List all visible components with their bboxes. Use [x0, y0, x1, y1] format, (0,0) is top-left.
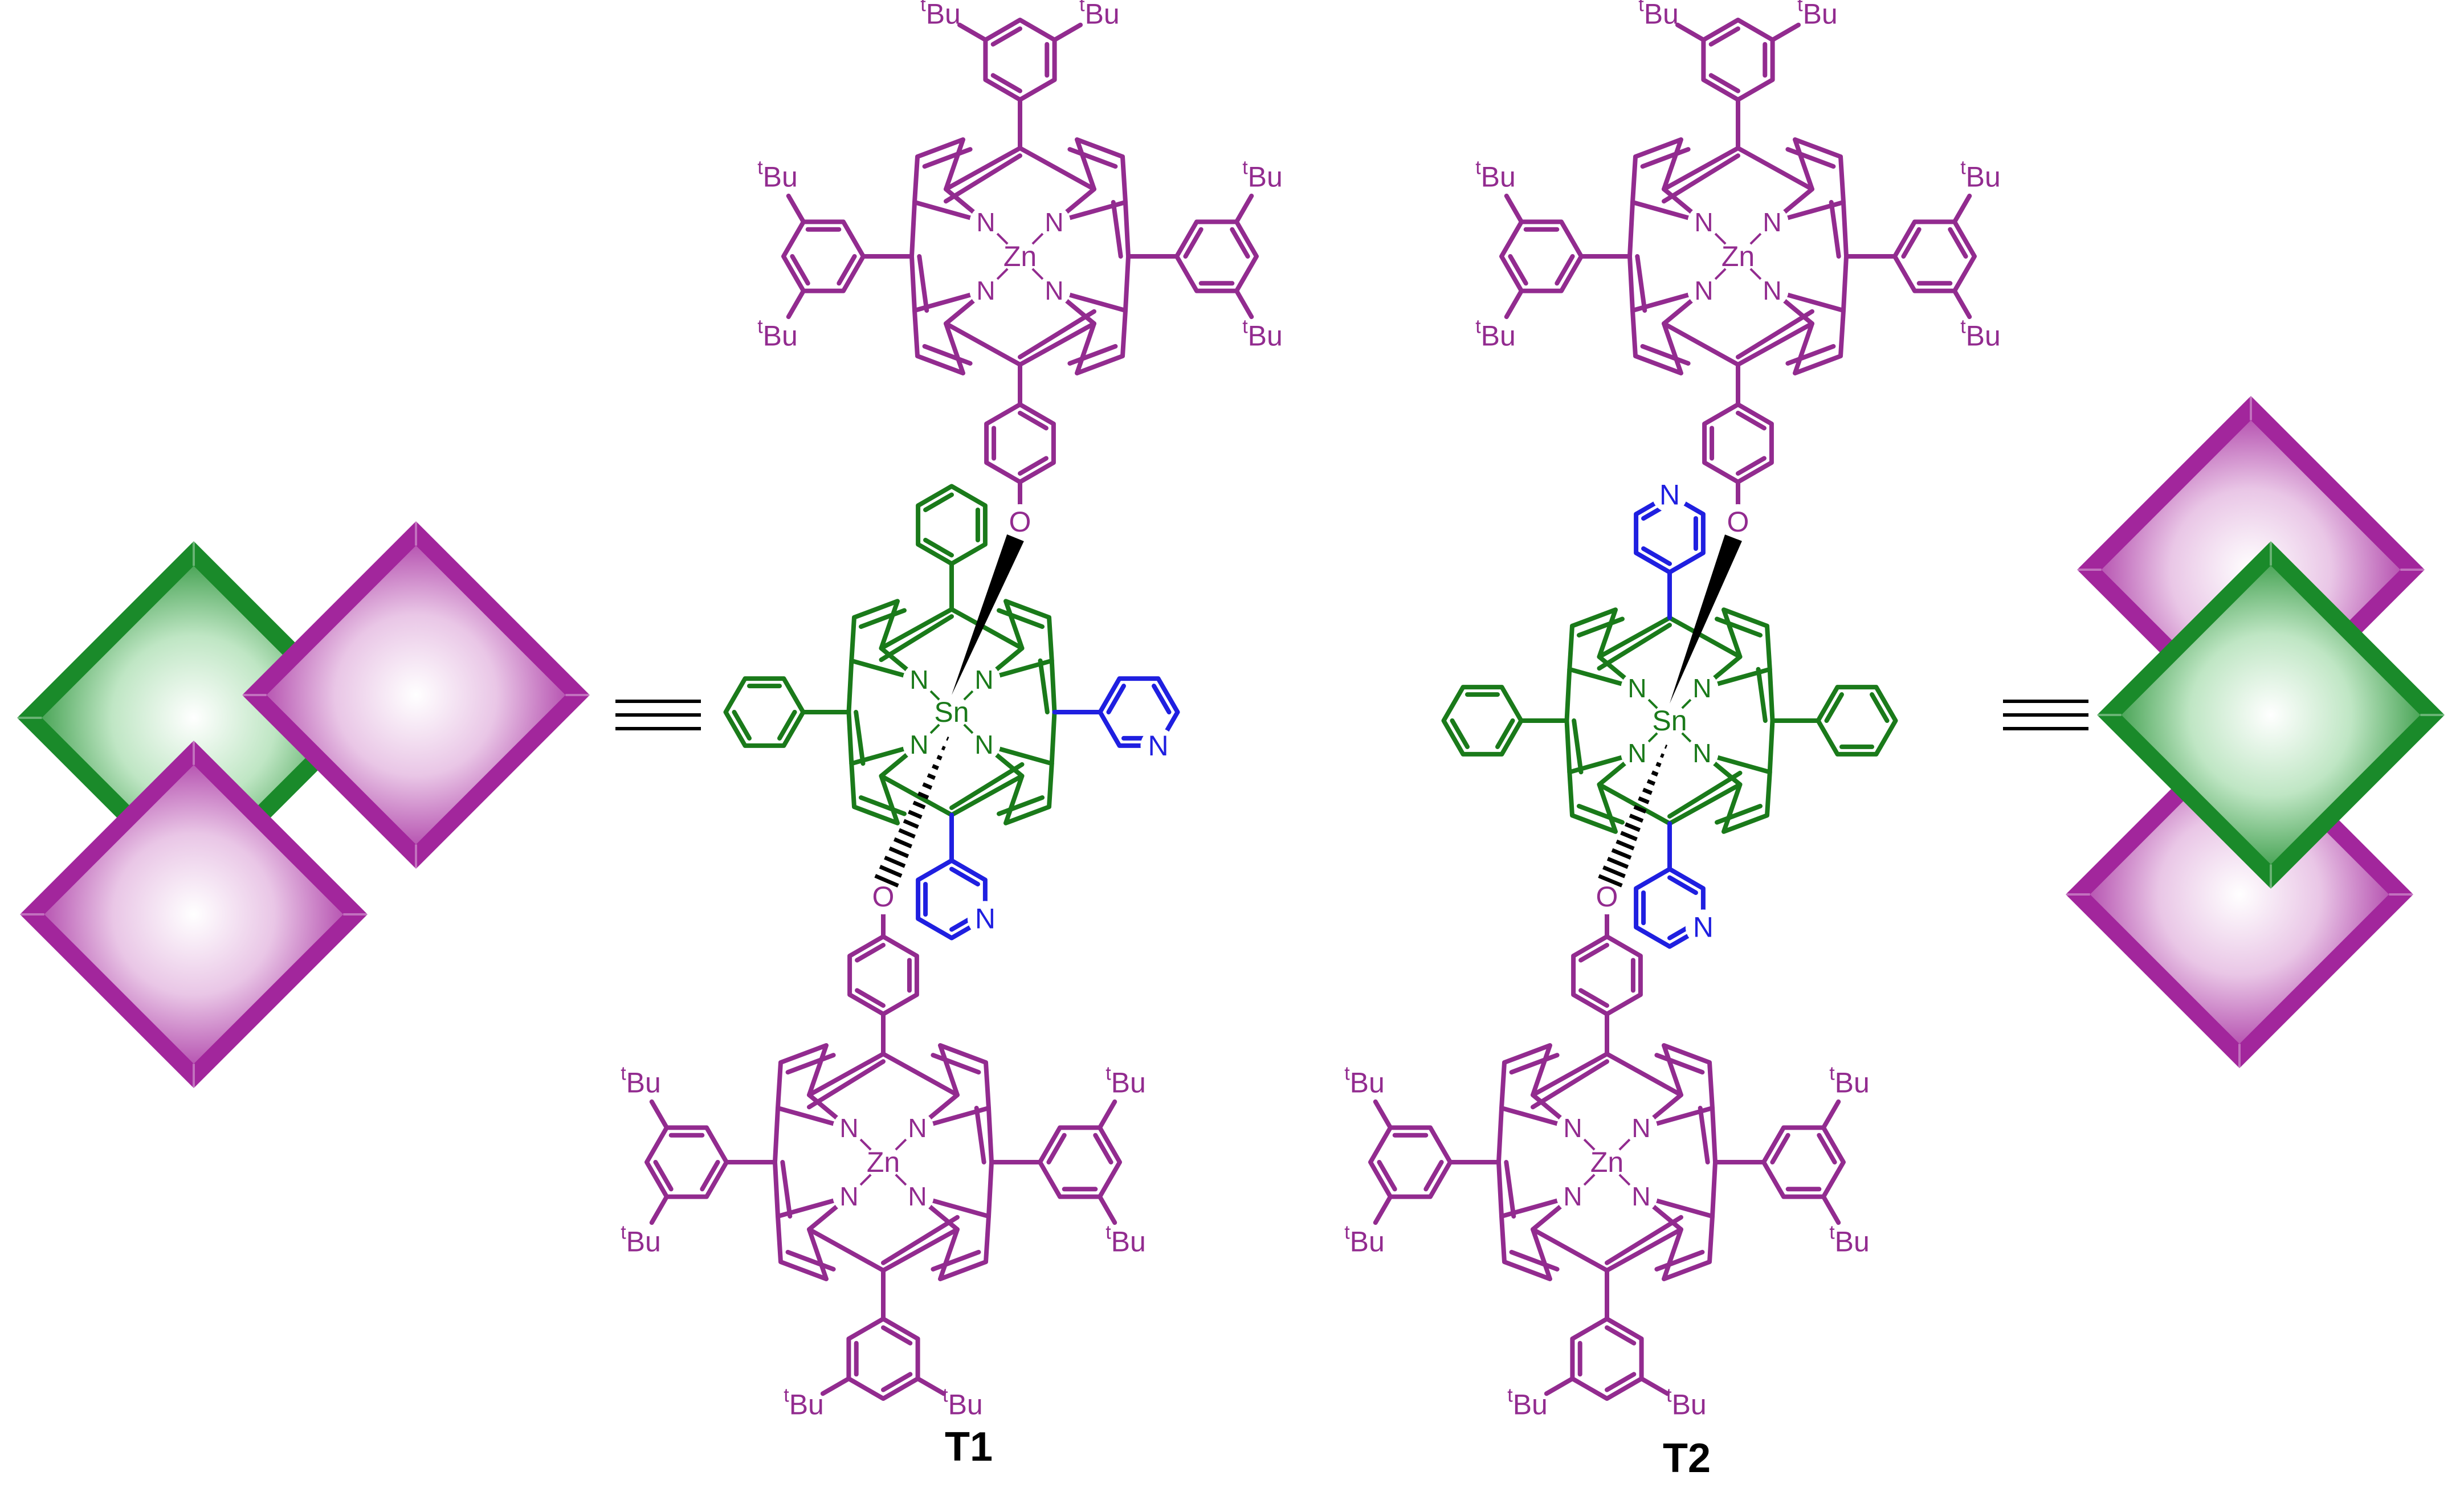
pyrrole-nitrogen: N [908, 1113, 927, 1143]
solid-wedge-bond [1670, 534, 1742, 704]
pyrrole-nitrogen: N [1631, 1113, 1650, 1143]
pyrrole-nitrogen: N [976, 207, 995, 237]
tert-butyl-label: tBu [1105, 1063, 1146, 1099]
pyrrole-nitrogen: N [1627, 738, 1646, 768]
tert-butyl-label: tBu [1960, 157, 2001, 193]
pyrrole-nitrogen: N [1694, 207, 1713, 237]
tert-butyl-label: tBu [1507, 1385, 1548, 1421]
tert-butyl-label: tBu [784, 1385, 824, 1421]
zinc-atom: Zn [1721, 240, 1755, 272]
cartoon-t2-green-cube [2097, 541, 2445, 889]
ether-oxygen: O [1009, 506, 1031, 538]
tert-butyl-label: tBu [1105, 1221, 1146, 1257]
t1-label: T1 [945, 1424, 993, 1470]
tert-butyl-label: tBu [1344, 1063, 1385, 1099]
solid-wedge-bond [952, 534, 1024, 695]
pyrrole-nitrogen: N [1694, 276, 1713, 305]
pyridine-nitrogen: N [1148, 730, 1168, 762]
pyrrole-nitrogen: N [1763, 207, 1781, 237]
pyridyl-substituents: NN [916, 676, 1180, 941]
tert-butyl-label: tBu [1344, 1221, 1385, 1257]
tert-butyl-label: tBu [1797, 0, 1838, 30]
zn-porphyrin-bottom: N N N N Zn tBu tBu tBu tBu tBu tBu O [621, 879, 1146, 1421]
zinc-atom: Zn [867, 1146, 900, 1178]
pyrrole-nitrogen: N [1563, 1113, 1582, 1143]
cartoon-t1-magenta-cube-top [242, 521, 590, 869]
tert-butyl-label: tBu [1829, 1063, 1870, 1099]
equivalence-sign-right [2003, 700, 2088, 730]
tert-butyl-label: tBu [1079, 0, 1120, 30]
pyrrole-nitrogen: N [1763, 276, 1781, 305]
pyridyl-substituents: NN [1634, 477, 1721, 949]
ether-oxygen: O [1727, 506, 1749, 538]
hashed-wedge-bond [874, 736, 949, 888]
tin-atom: Sn [1652, 705, 1687, 737]
pyridine-nitrogen: N [1659, 479, 1680, 511]
pyrrole-nitrogen: N [976, 276, 995, 305]
pyrrole-nitrogen: N [974, 730, 993, 759]
tin-atom: Sn [934, 696, 969, 728]
pyrrole-nitrogen: N [909, 665, 928, 694]
equivalence-sign-left [615, 700, 701, 730]
pyrrole-nitrogen: N [839, 1182, 858, 1211]
pyrrole-nitrogen: N [1563, 1182, 1582, 1211]
tert-butyl-label: tBu [1638, 0, 1679, 30]
zn-porphyrin-bottom: N N N N Zn tBu tBu tBu tBu tBu tBu O [1344, 879, 1870, 1421]
tert-butyl-label: tBu [943, 1385, 983, 1421]
tert-butyl-label: tBu [757, 316, 798, 352]
ether-oxygen: O [1596, 881, 1618, 913]
tert-butyl-label: tBu [621, 1063, 661, 1099]
ether-oxygen: O [872, 881, 895, 913]
pyrrole-nitrogen: N [1692, 673, 1711, 703]
tert-butyl-label: tBu [1475, 157, 1516, 193]
pyridine-nitrogen: N [1693, 912, 1714, 943]
tert-butyl-label: tBu [1960, 316, 2001, 352]
pyrrole-nitrogen: N [908, 1182, 927, 1211]
cartoon-t1-magenta-cube-bottom [20, 741, 368, 1088]
pyrrole-nitrogen: N [1045, 276, 1063, 305]
zinc-atom: Zn [1590, 1146, 1623, 1178]
tert-butyl-label: tBu [1242, 157, 1283, 193]
tert-butyl-label: tBu [621, 1221, 661, 1257]
tert-butyl-label: tBu [1475, 316, 1516, 352]
pyridine-nitrogen: N [975, 903, 996, 935]
pyrrole-nitrogen: N [1045, 207, 1063, 237]
tert-butyl-label: tBu [757, 157, 798, 193]
tert-butyl-label: tBu [920, 0, 961, 30]
tert-butyl-label: tBu [1666, 1385, 1707, 1421]
pyrrole-nitrogen: N [1692, 738, 1711, 768]
tert-butyl-label: tBu [1829, 1221, 1870, 1257]
pyrrole-nitrogen: N [974, 665, 993, 694]
pyrrole-nitrogen: N [1627, 673, 1646, 703]
pyrrole-nitrogen: N [1631, 1182, 1650, 1211]
hashed-wedge-bond [1598, 744, 1668, 888]
tert-butyl-label: tBu [1242, 316, 1283, 352]
t2-label: T2 [1663, 1436, 1711, 1481]
pyrrole-nitrogen: N [839, 1113, 858, 1143]
zinc-atom: Zn [1003, 240, 1037, 272]
pyrrole-nitrogen: N [909, 730, 928, 759]
